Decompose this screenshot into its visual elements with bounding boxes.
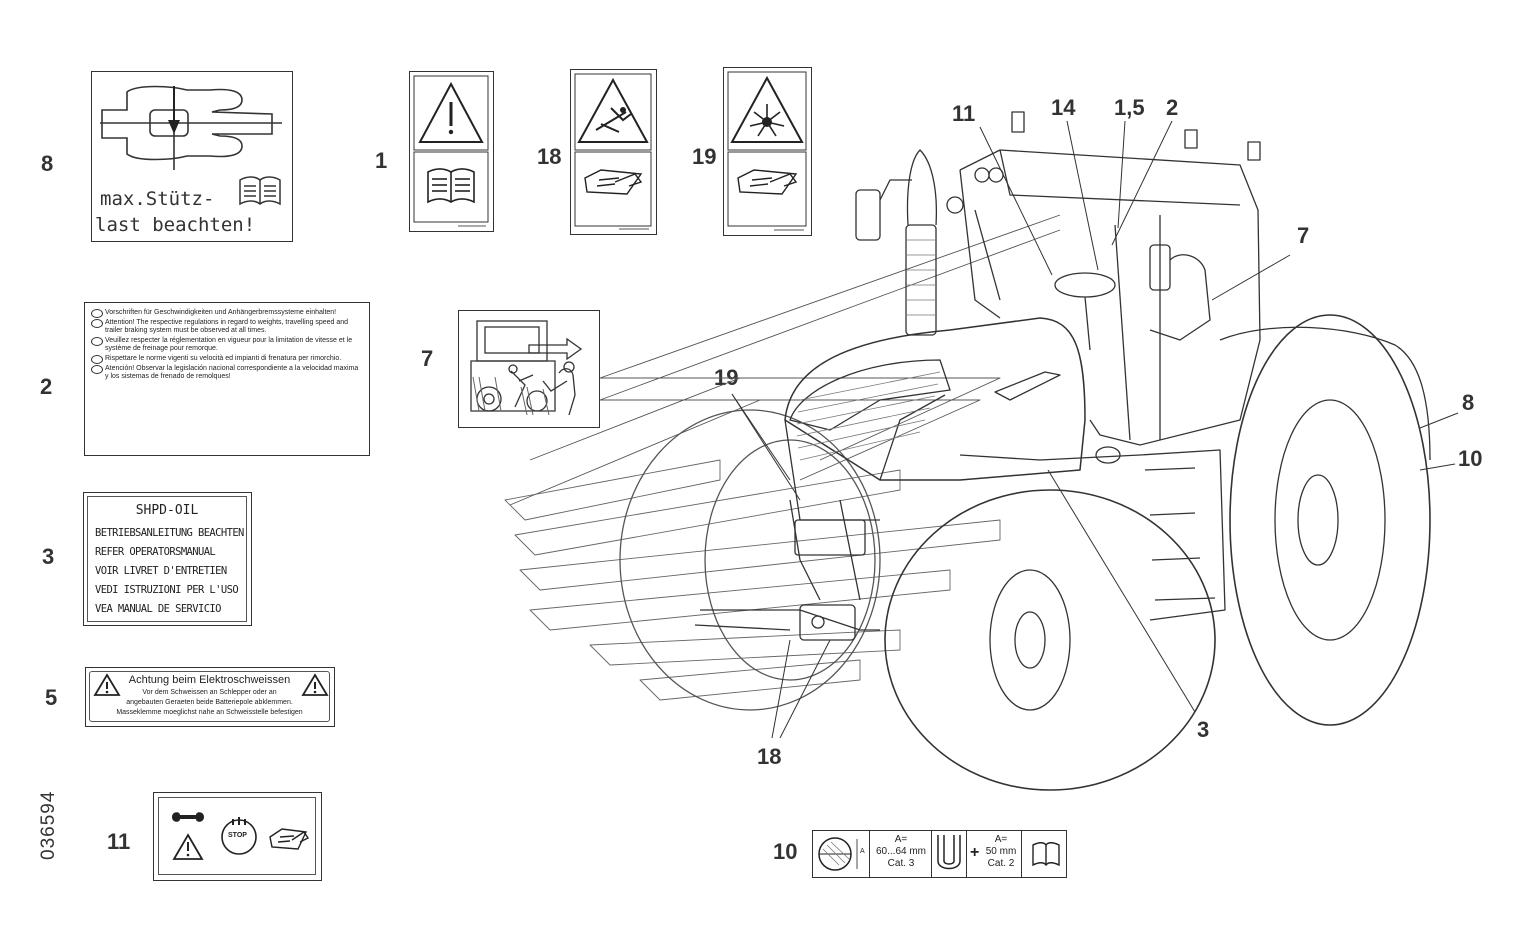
regulation-de: Vorschriften für Geschwindigkeiten und A… bbox=[91, 309, 363, 318]
cat3-category: Cat. 3 bbox=[887, 858, 915, 869]
regulation-fr-text: Veuillez respecter la réglementation en … bbox=[105, 337, 353, 352]
cat2-a: A= bbox=[994, 834, 1008, 845]
dimension-a-label: A bbox=[860, 848, 865, 855]
divider bbox=[1021, 831, 1022, 877]
decal-7-hitch-operation bbox=[458, 310, 600, 428]
tractor-callout-3: 3 bbox=[1197, 717, 1210, 742]
warning-triangle-icon bbox=[413, 75, 489, 227]
decal-11-service-stop: STOP bbox=[153, 792, 322, 881]
divider bbox=[931, 831, 932, 877]
decal-8-line2: last beachten! bbox=[95, 214, 256, 236]
decal-3-line-fr: VOIR LIVRET D'ENTRETIEN bbox=[95, 565, 227, 577]
decal-5-body: Vor dem Schweissen an Schlepper oder an … bbox=[86, 688, 333, 718]
decal-3-title: SHPD-OIL bbox=[135, 503, 199, 518]
decal-3-line-es: VEA MANUAL DE SERVICIO bbox=[95, 603, 221, 615]
decal-5-line-2: angebauten Geraeten beide Batteriepole a… bbox=[126, 699, 293, 706]
cat3-range: 60...64 mm bbox=[875, 846, 927, 857]
decal-3-line-it: VEDI ISTRUZIONI PER L'USO bbox=[95, 584, 239, 596]
explosion-hazard-icon bbox=[727, 71, 807, 231]
decal-5-line-1: Vor dem Schweissen an Schlepper oder an bbox=[142, 689, 277, 696]
cat2-category: Cat. 2 bbox=[987, 858, 1015, 869]
decal-5-inner-border bbox=[89, 671, 330, 722]
wrench-warning-icon bbox=[172, 812, 204, 860]
regulation-en-text: Attention! The respective regulations in… bbox=[105, 319, 349, 334]
tractor-callout-2: 2 bbox=[1166, 95, 1179, 120]
tractor-callout-8: 8 bbox=[1462, 390, 1475, 415]
tractor-callout-18: 18 bbox=[757, 744, 782, 769]
callout-8: 8 bbox=[41, 151, 54, 176]
decal-2-regulations: Vorschriften für Geschwindigkeiten und A… bbox=[84, 302, 370, 456]
callout-5: 5 bbox=[45, 685, 58, 710]
cat2-spec: A= 50 mm Cat. 2 bbox=[979, 834, 1023, 870]
stop-hand-icon bbox=[221, 817, 257, 855]
callout-7: 7 bbox=[421, 346, 434, 371]
book-icon bbox=[239, 176, 281, 206]
regulation-es: Atención! Observar la legislación nacion… bbox=[91, 365, 363, 381]
decal-8-max-load: max.Stütz- last beachten! bbox=[91, 71, 293, 242]
decal-3-shpd-oil: SHPD-OIL BETRIEBSANLEITUNG BEACHTEN REFE… bbox=[83, 492, 252, 626]
hook-icon bbox=[937, 835, 961, 870]
tractor-callout-14: 14 bbox=[1051, 95, 1076, 120]
book-icon bbox=[1032, 842, 1060, 867]
decal-11-inner-border bbox=[158, 797, 316, 875]
callout-1: 1 bbox=[375, 148, 388, 173]
callout-3: 3 bbox=[42, 544, 55, 569]
regulations-text-block: Vorschriften für Geschwindigkeiten und A… bbox=[91, 309, 363, 381]
cat2-range: 50 mm bbox=[985, 846, 1017, 857]
decal-3-inner-border bbox=[87, 496, 247, 622]
decal-1-warning-manual bbox=[409, 71, 494, 232]
regulation-it-text: Rispettare le norme vigenti su velocità … bbox=[105, 355, 342, 362]
callout-2: 2 bbox=[40, 374, 53, 399]
decal-19-explosion-hazard bbox=[723, 67, 812, 236]
pin-cross-section-icon bbox=[818, 837, 858, 871]
flag-oval-icon bbox=[91, 365, 103, 374]
regulation-en: Attention! The respective regulations in… bbox=[91, 319, 363, 335]
tractor-callout-7: 7 bbox=[1297, 223, 1310, 248]
warning-triangle-icon bbox=[301, 673, 329, 696]
hitch-operation-icon bbox=[470, 320, 583, 416]
flag-oval-icon bbox=[91, 309, 103, 318]
regulation-fr: Veuillez respecter la réglementation en … bbox=[91, 337, 363, 353]
decal-3-line-en: REFER OPERATORSMANUAL bbox=[95, 546, 216, 558]
decal-3-line-de: BETRIEBSANLEITUNG BEACHTEN bbox=[95, 527, 244, 539]
tractor-callout-10: 10 bbox=[1458, 446, 1483, 471]
warning-triangle-icon bbox=[93, 673, 121, 696]
decal-18-crush-hazard bbox=[570, 69, 657, 235]
cat3-a: A= bbox=[894, 834, 908, 845]
regulation-de-text: Vorschriften für Geschwindigkeiten und A… bbox=[105, 309, 337, 316]
divider bbox=[966, 831, 967, 877]
decal-10-hitch-dimensions: A A= 60...64 mm Cat. 3 + A= 50 mm Cat. 2 bbox=[812, 830, 1067, 878]
hitch-icon bbox=[100, 85, 282, 170]
callout-10: 10 bbox=[773, 839, 798, 864]
decal-5-welding-warning: Achtung beim Elektroschweissen Vor dem S… bbox=[85, 667, 335, 727]
decal-5-title: Achtung beim Elektroschweissen bbox=[128, 674, 291, 686]
callout-19: 19 bbox=[692, 144, 717, 169]
flag-oval-icon bbox=[91, 319, 103, 328]
divider bbox=[869, 831, 870, 877]
tractor-callout-11: 11 bbox=[952, 101, 976, 126]
flag-oval-icon bbox=[91, 337, 103, 346]
tractor-callout-1-5: 1,5 bbox=[1114, 95, 1145, 120]
crush-hazard-icon bbox=[574, 73, 652, 230]
plus-sign: + bbox=[970, 844, 980, 861]
regulation-es-text: Atención! Observar la legislación nacion… bbox=[105, 365, 359, 380]
cat3-spec: A= 60...64 mm Cat. 3 bbox=[870, 834, 932, 870]
decal-5-line-3: Masseklemme moeglichst nahe an Schweisst… bbox=[116, 709, 303, 716]
regulation-it: Rispettare le norme vigenti su velocità … bbox=[91, 355, 363, 364]
tractor-callout-19: 19 bbox=[714, 365, 739, 390]
callout-11: 11 bbox=[107, 829, 131, 854]
decal-8-line1: max.Stütz- bbox=[100, 188, 215, 210]
stop-label: STOP bbox=[228, 832, 247, 839]
callout-18: 18 bbox=[537, 144, 562, 169]
manual-wrench-icon bbox=[269, 828, 310, 850]
flag-oval-icon bbox=[91, 355, 103, 364]
